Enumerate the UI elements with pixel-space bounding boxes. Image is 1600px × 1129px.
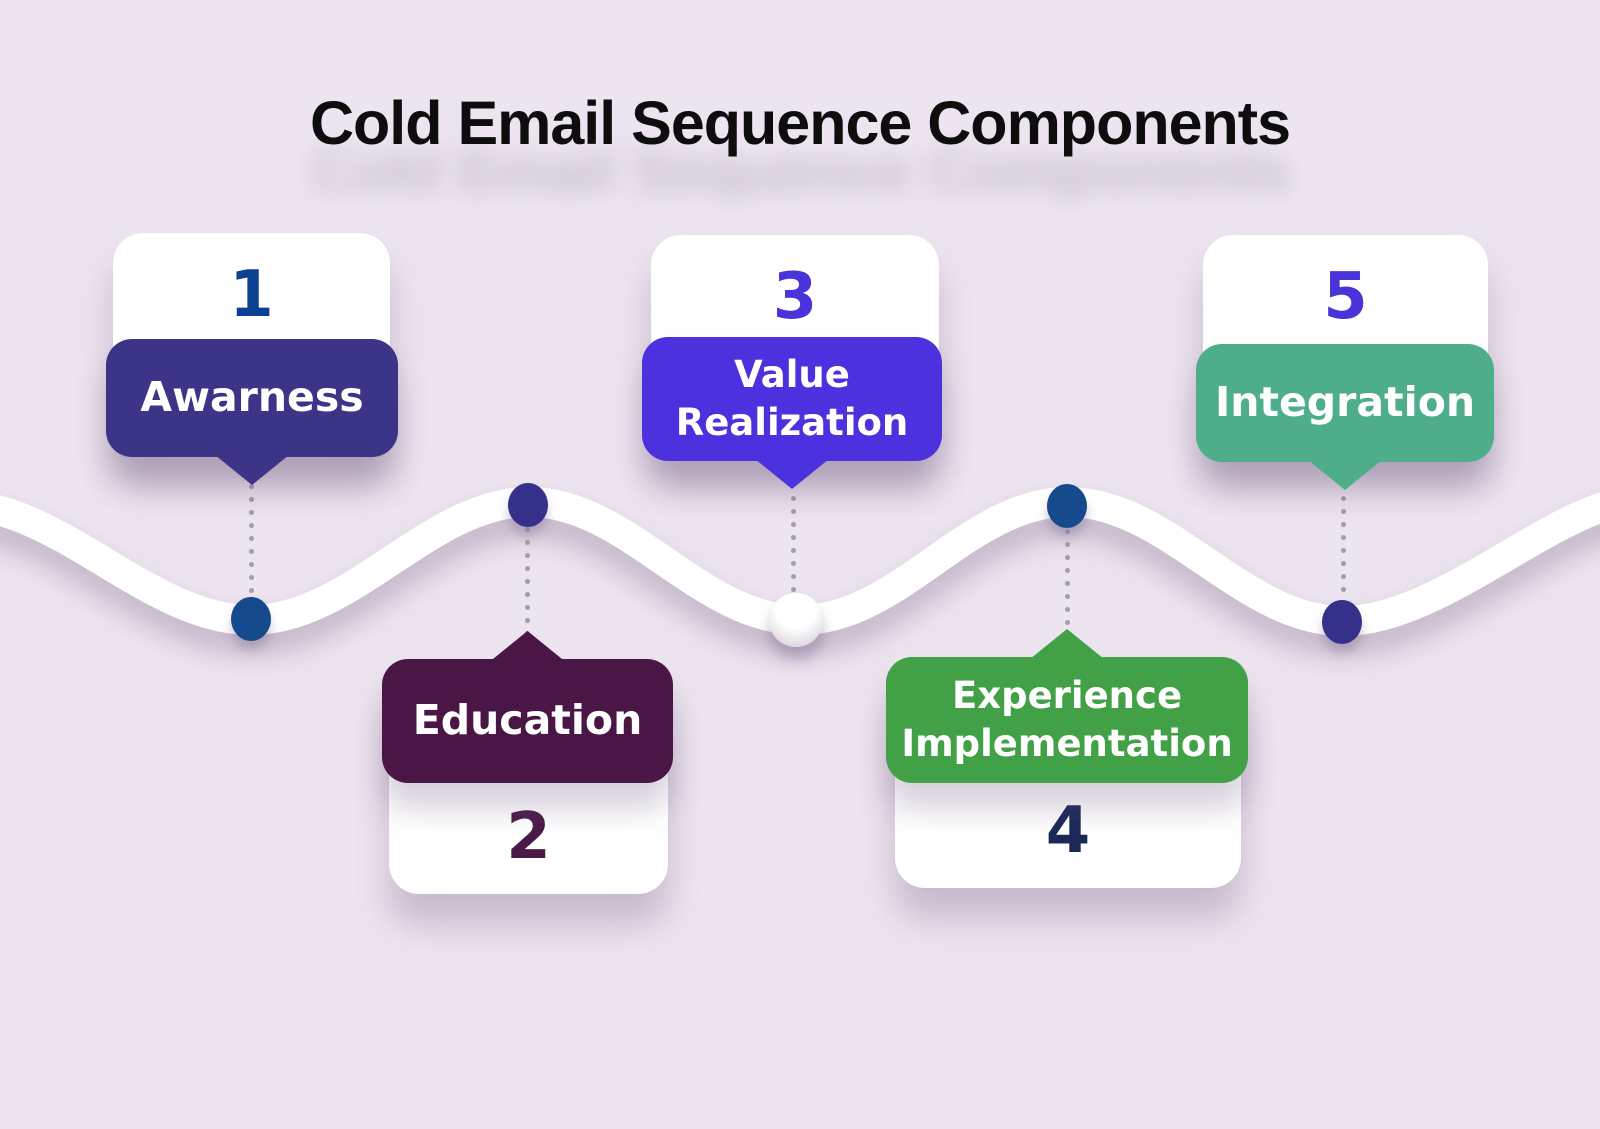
step-number-3: 3 (772, 260, 818, 334)
connector-line-1 (249, 484, 254, 598)
step-label-band-2: Education (382, 631, 673, 783)
step-label-4: Experience Implementation (901, 673, 1233, 765)
timeline-marker-5 (1322, 600, 1362, 644)
connector-line-3 (791, 496, 796, 598)
page-title-shadow: Cold Email Sequence Components (309, 137, 1291, 205)
page-title: Cold Email Sequence Components (309, 89, 1291, 157)
timeline-marker-4 (1047, 484, 1087, 528)
connector-line-4 (1065, 516, 1070, 632)
step-label-1: Awarness (140, 373, 364, 422)
connector-line-5 (1341, 496, 1346, 602)
step-number-4: 4 (1045, 794, 1091, 868)
connector-line-2 (525, 514, 530, 634)
step-label-5: Integration (1214, 378, 1476, 427)
step-label-band-1: Awarness (106, 339, 398, 485)
timeline-marker-1 (231, 597, 271, 641)
step-label-band-5: Integration (1196, 344, 1494, 490)
step-number-1: 1 (229, 258, 274, 332)
timeline-marker-2 (508, 483, 548, 527)
timeline-marker-3 (769, 593, 823, 647)
step-number-2: 2 (506, 800, 551, 874)
step-label-3: Value Realization (675, 352, 909, 444)
step-number-5: 5 (1323, 260, 1368, 334)
step-label-2: Education (412, 696, 643, 745)
step-label-band-4: Experience Implementation (886, 629, 1248, 783)
step-label-band-3: Value Realization (642, 337, 942, 489)
